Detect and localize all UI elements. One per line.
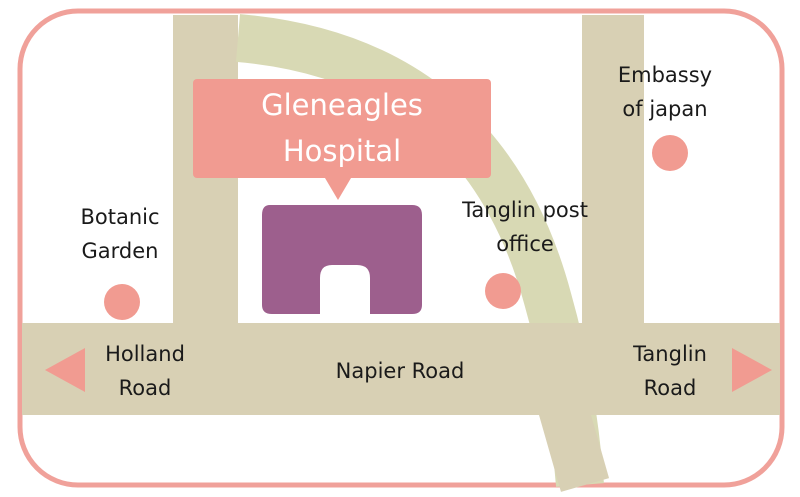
- road-curved-lower: [530, 373, 610, 492]
- label-holland-road: Holland Road: [105, 342, 185, 400]
- hospital-building-icon: [262, 205, 422, 314]
- marker-botanic-garden: [104, 284, 140, 320]
- marker-embassy-of-japan: [652, 135, 688, 171]
- marker-tanglin-post-office: [485, 273, 521, 309]
- arrow-left-icon: [45, 348, 85, 392]
- label-botanic-garden: Botanic Garden: [80, 205, 160, 263]
- arrow-right-icon: [732, 348, 772, 392]
- label-tanglin-post-office: Tanglin post office: [462, 198, 588, 256]
- label-napier-road: Napier Road: [335, 359, 465, 383]
- callout-pointer: [325, 178, 351, 200]
- road-napier: [22, 323, 780, 415]
- road-vertical-right: [582, 15, 644, 327]
- label-embassy-of-japan: Embassy of japan: [617, 63, 713, 121]
- label-tanglin-road: Tanglin Road: [633, 342, 707, 400]
- hospital-title: Gleneagles Hospital: [261, 88, 423, 168]
- callout-box: [193, 79, 491, 178]
